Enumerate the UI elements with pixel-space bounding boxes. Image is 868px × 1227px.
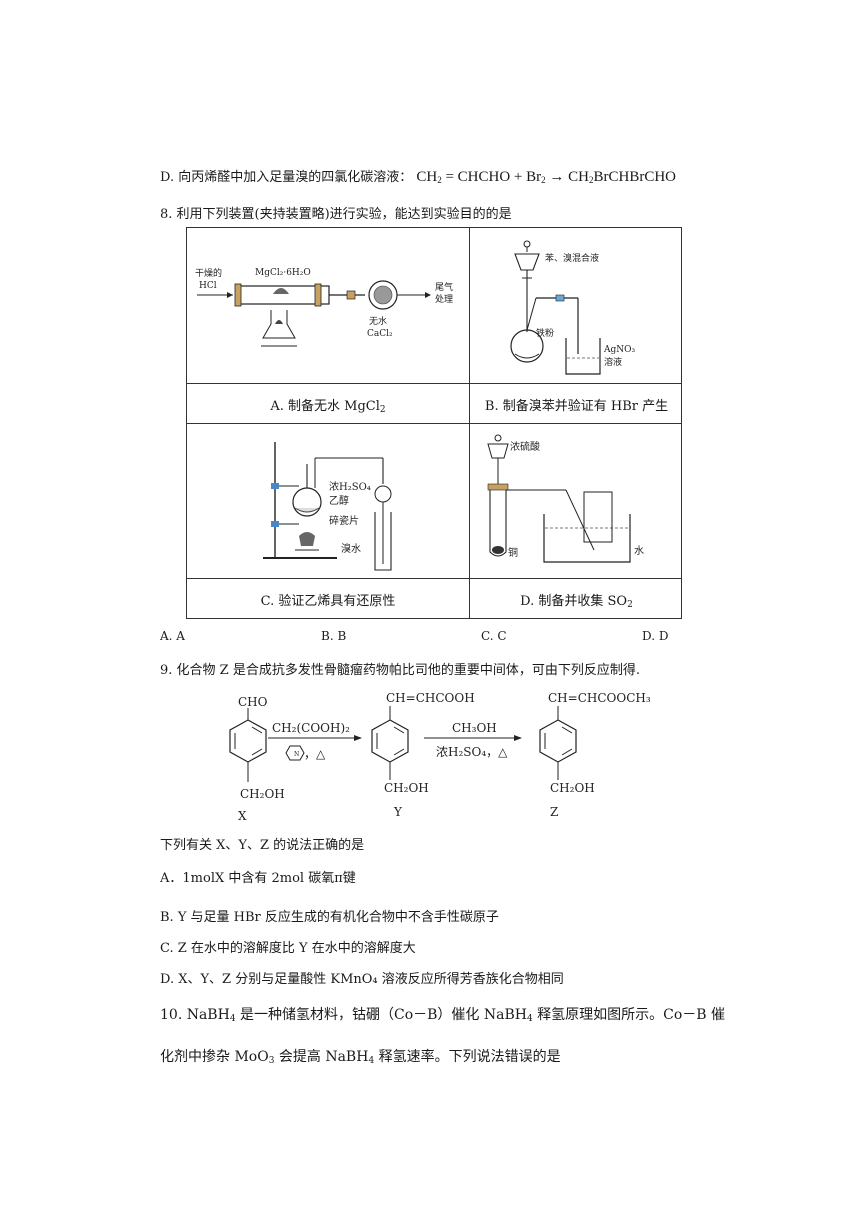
q9-reaction-drawing: CHO CH₂OH X CH₂(COOH)₂ N ，△ CH=CHCOOH CH…	[229, 691, 651, 823]
q9-option-a: A．1molX 中含有 2mol 碳氧π键	[160, 871, 356, 886]
panel-d-label-copper: 铜	[508, 547, 518, 559]
panel-d-drawing: 浓硫酸 铜 水	[487, 434, 644, 563]
panel-d-label-acid: 浓硫酸	[510, 440, 540, 453]
q8-option-b: B. B	[321, 629, 347, 643]
y-label: Y	[393, 805, 403, 819]
panel-c-drawing: 浓H₂SO₄ 乙醇 碎瓷片 溴水	[263, 442, 392, 571]
x-bottom-group: CH₂OH	[240, 787, 285, 801]
q10-line-1: 10. NaBH4 是一种储氢材料，钴硼（Co－B）催化 NaBH4 释氢原理如…	[160, 1007, 726, 1024]
panel-b-label-mixture: 苯、溴混合液	[545, 252, 599, 264]
panel-a-apparatus: 干燥的 HCl MgCl₂·6H₂O 无水 CaCl₂ 尾气 处理	[187, 228, 469, 383]
grid-divider-1	[187, 383, 681, 385]
panel-c-label-acid: 浓H₂SO₄	[329, 481, 371, 493]
caption-a: A. 制备无水 MgCl2	[270, 399, 386, 415]
panel-d-apparatus: 浓硫酸 铜 水	[470, 424, 683, 578]
q8-stem: 8. 利用下列装置(夹持装置略)进行实验，能达到实验目的的是	[160, 207, 512, 222]
y-bottom-group: CH₂OH	[384, 781, 429, 795]
panel-c-label-ethanol: 乙醇	[329, 494, 349, 507]
q9-option-d: D. X、Y、Z 分别与足量酸性 KMnO₄ 溶液反应所得芳香族化合物相同	[160, 972, 564, 987]
step1-reagent: CH₂(COOH)₂	[272, 721, 350, 735]
panel-a-label-salt: MgCl₂·6H₂O	[255, 268, 311, 278]
q9-prompt: 下列有关 X、Y、Z 的说法正确的是	[160, 838, 365, 853]
panel-a-label-hcl: HCl	[199, 281, 217, 291]
panel-b-label-agno3: AgNO₃	[603, 345, 636, 355]
panel-b-label-iron: 铁粉	[536, 327, 554, 339]
panel-b-label-solution: 溶液	[604, 356, 622, 368]
svg-text:N: N	[294, 751, 299, 758]
panel-c-apparatus: 浓H₂SO₄ 乙醇 碎瓷片 溴水	[187, 424, 469, 578]
caption-b: B. 制备溴苯并验证有 HBr 产生	[484, 399, 669, 414]
q9-stem: 9. 化合物 Z 是合成抗多发性骨髓瘤药物帕比司他的重要中间体，可由下列反应制得…	[160, 663, 640, 678]
grid-divider-2	[187, 423, 681, 425]
x-top-group: CHO	[238, 695, 268, 709]
panel-c-label-porcelain: 碎瓷片	[329, 514, 359, 527]
panel-b-drawing: 苯、溴混合液 铁粉 AgNO₃ 溶液	[510, 240, 636, 375]
q9-option-b: B. Y 与足量 HBr 反应生成的有机化合物中不含手性碳原子	[160, 910, 499, 925]
panel-a-label-dry: 干燥的	[195, 267, 222, 279]
q7-option-d-text: D. 向丙烯醛中加入足量溴的四氯化碳溶液：	[160, 170, 413, 185]
panel-a-label-anhydrous: 无水	[369, 315, 387, 327]
step1-condition: ，△	[304, 747, 326, 761]
q7-option-d-equation: CH2 = CHCHO + Br2 → CH2BrCHBrCHO	[416, 169, 677, 185]
q8-option-d: D. D	[642, 629, 669, 643]
caption-d: D. 制备并收集 SO2	[520, 594, 633, 610]
step2-condition: 浓H₂SO₄，△	[436, 745, 508, 759]
z-label: Z	[550, 805, 558, 819]
panel-a-label-cacl2: CaCl₂	[367, 329, 393, 339]
q7-option-d: D. 向丙烯醛中加入足量溴的四氯化碳溶液： CH2 = CHCHO + Br2 …	[160, 166, 676, 186]
panel-b-apparatus: 苯、溴混合液 铁粉 AgNO₃ 溶液	[470, 228, 683, 383]
q10-line-2: 化剂中掺杂 MoO3 会提高 NaBH4 释氢速率。下列说法错误的是	[160, 1049, 561, 1066]
q9-option-c: C. Z 在水中的溶解度比 Y 在水中的溶解度大	[160, 941, 416, 956]
q8-option-a: A. A	[160, 629, 185, 643]
x-label: X	[238, 809, 247, 823]
q9-reaction-scheme: CHO CH₂OH X CH₂(COOH)₂ N ，△ CH=CHCOOH CH…	[200, 688, 670, 828]
panel-a-label-treatment: 处理	[435, 293, 453, 305]
caption-c: C. 验证乙烯具有还原性	[260, 594, 396, 609]
panel-c-label-bromine-water: 溴水	[341, 542, 361, 555]
panel-a-label-tailgas: 尾气	[435, 281, 453, 293]
grid-divider-3	[187, 578, 681, 580]
q8-option-c: C. C	[481, 629, 507, 643]
step2-reagent: CH₃OH	[452, 721, 497, 735]
y-top-group: CH=CHCOOH	[386, 691, 475, 705]
z-bottom-group: CH₂OH	[550, 781, 595, 795]
q8-apparatus-grid: 干燥的 HCl MgCl₂·6H₂O 无水 CaCl₂ 尾气 处理 苯、溴混合液	[186, 227, 682, 619]
panel-a-drawing: 干燥的 HCl MgCl₂·6H₂O 无水 CaCl₂ 尾气 处理	[195, 267, 453, 347]
z-top-group: CH=CHCOOCH₃	[548, 691, 651, 705]
panel-d-label-water: 水	[634, 545, 644, 557]
